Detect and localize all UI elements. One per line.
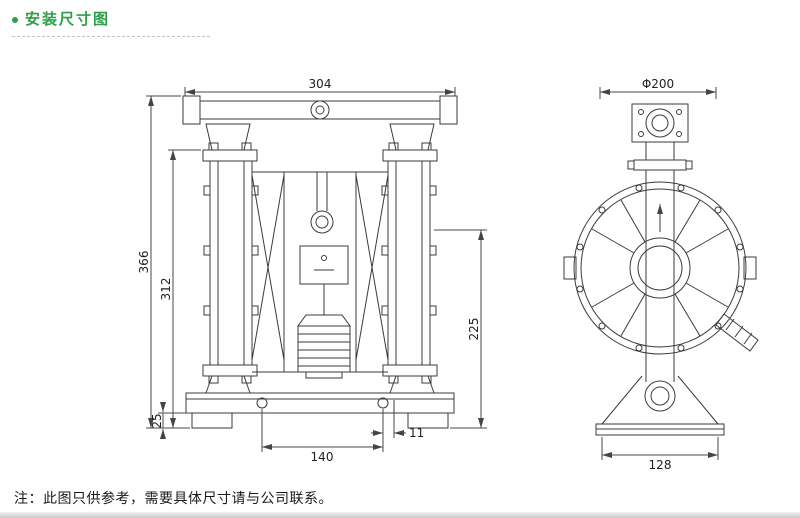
dim-225-label: 225 bbox=[467, 318, 481, 341]
section-header: 安装尺寸图 bbox=[12, 12, 210, 37]
dim-366-label: 366 bbox=[137, 251, 151, 274]
page-title: 安装尺寸图 bbox=[25, 10, 111, 28]
dim-312-label: 312 bbox=[159, 278, 173, 301]
dim-25-label: 25 bbox=[150, 413, 164, 428]
dim-128-label: 128 bbox=[649, 458, 672, 472]
dim-140-label: 140 bbox=[311, 450, 334, 464]
front-view-drawing bbox=[182, 95, 458, 429]
dim-11-label: 11 bbox=[409, 426, 424, 440]
front-view-dimensions: 304 366 312 225 25 140 bbox=[137, 77, 487, 464]
bullet-icon bbox=[12, 16, 18, 23]
reference-note: 注：此图只供参考，需要具体尺寸请与公司联系。 bbox=[14, 491, 333, 507]
dim-phi200-label: Φ200 bbox=[642, 77, 674, 91]
bottom-divider bbox=[0, 512, 800, 518]
side-view-drawing bbox=[563, 103, 759, 436]
side-view-dimensions: Φ200 128 bbox=[599, 77, 719, 472]
dim-304-label: 304 bbox=[309, 77, 332, 91]
